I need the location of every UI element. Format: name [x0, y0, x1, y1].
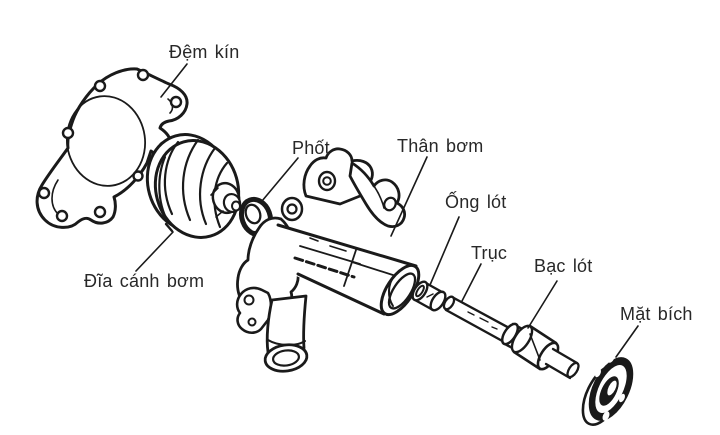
pump-body-drawing	[235, 147, 421, 373]
impeller-drawing	[145, 133, 242, 239]
label-dia-canh-bom: Đĩa cánh bơm	[84, 271, 205, 291]
label-mat-bich: Mặt bích	[620, 304, 693, 324]
label-phot: Phốt	[292, 138, 330, 158]
gasket-drawing	[35, 67, 189, 229]
label-truc: Trục	[471, 243, 508, 263]
label-than-bom: Thân bơm	[397, 136, 484, 156]
label-bac-lot: Bạc lót	[534, 256, 593, 276]
bushing-drawing	[411, 280, 447, 312]
bearing-drawing	[500, 322, 580, 380]
label-dem-kin: Đệm kín	[169, 42, 240, 62]
leader-lines	[135, 63, 639, 358]
label-ong-lot: Ống lót	[445, 192, 507, 212]
shaft-drawing	[442, 295, 515, 345]
flange-drawing	[581, 353, 634, 426]
